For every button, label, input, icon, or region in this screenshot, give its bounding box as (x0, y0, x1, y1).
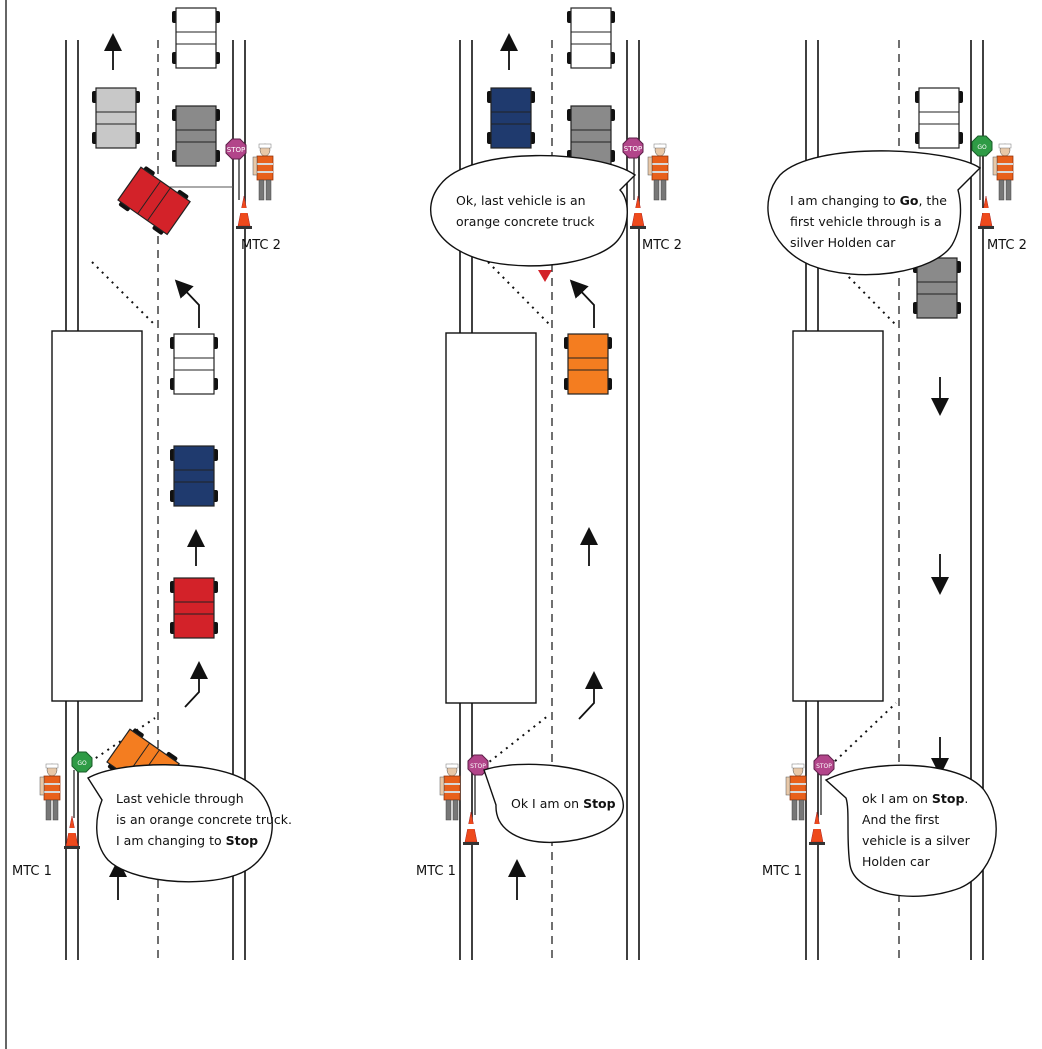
vehicle-silver (92, 88, 140, 148)
bubble-bold: Stop (932, 791, 965, 806)
bubble-mtc1-text-panel2: Ok I am on Stop (511, 793, 616, 814)
mtc2-cone (236, 196, 252, 229)
mtc1-worker (440, 764, 460, 820)
mtc2-label: MTC 2 (241, 238, 281, 253)
mtc1-worker (40, 764, 60, 820)
bubble-line: Ok I am on Stop (511, 793, 616, 814)
bubble-line: vehicle is a silver (862, 830, 970, 851)
mtc1-go-sign: GO (72, 752, 92, 818)
mtc2-worker (253, 144, 273, 200)
mtc2-stop-sign: STOP (623, 138, 643, 200)
panel-2: STOP MTC 2 STOP MTC 1 (416, 8, 682, 960)
svg-text:STOP: STOP (624, 145, 642, 153)
worksite-obstruction (446, 333, 536, 703)
vehicle-white (915, 88, 963, 148)
mtc2-cone (978, 196, 994, 229)
bubble-line: Holden car (862, 851, 970, 872)
mtc2-cone (630, 196, 646, 229)
red-vehicle-partial (538, 270, 552, 282)
bubble-line: And the first (862, 809, 970, 830)
bubble-text: , the (918, 193, 946, 208)
vehicle-red (116, 164, 193, 238)
svg-text:STOP: STOP (816, 763, 832, 770)
bubble-line: I am changing to Go, the (790, 190, 947, 211)
vehicle-red (170, 578, 218, 638)
sight-line (484, 715, 549, 766)
worksite-obstruction (52, 331, 142, 701)
mtc1-cone (809, 812, 825, 845)
bubble-bold: Stop (583, 796, 616, 811)
mtc1-label: MTC 1 (416, 864, 456, 879)
mtc2-label: MTC 2 (987, 238, 1027, 253)
vehicle-white (172, 8, 220, 68)
mtc1-label: MTC 1 (762, 864, 802, 879)
mtc2-stop-sign: STOP (226, 139, 246, 200)
sight-line (92, 262, 155, 325)
bubble-line: silver Holden car (790, 232, 947, 253)
mtc2-label: MTC 2 (642, 238, 682, 253)
vehicle-gray (913, 258, 961, 318)
sight-line (830, 703, 896, 766)
mtc2-worker (648, 144, 668, 200)
bubble-mtc2-text-panel2: Ok, last vehicle is an orange concrete t… (456, 190, 594, 232)
mtc2-worker (993, 144, 1013, 200)
svg-text:STOP: STOP (227, 146, 245, 154)
bubble-text: Ok I am on (511, 796, 583, 811)
bubble-text: I am changing to (116, 833, 226, 848)
bubble-text: . (964, 791, 968, 806)
vehicle-gray (172, 106, 220, 166)
bubble-text: ok I am on (862, 791, 932, 806)
bubble-line: Ok, last vehicle is an (456, 190, 594, 211)
worksite-obstruction (793, 331, 883, 701)
bubble-line: Last vehicle through (116, 788, 292, 809)
mtc1-label: MTC 1 (12, 864, 52, 879)
bubble-mtc2-text-panel3: I am changing to Go, the first vehicle t… (790, 190, 947, 253)
bubble-line: orange concrete truck (456, 211, 594, 232)
bubble-line: I am changing to Stop (116, 830, 292, 851)
svg-text:GO: GO (77, 760, 87, 767)
vehicle-orange-truck (564, 334, 612, 394)
bubble-mtc1-text-panel3: ok I am on Stop. And the first vehicle i… (862, 788, 970, 872)
vehicle-navy (487, 88, 535, 148)
vehicle-white (170, 334, 218, 394)
mtc1-worker (786, 764, 806, 820)
bubble-bold: Stop (226, 833, 259, 848)
bubble-line: is an orange concrete truck. (116, 809, 292, 830)
mtc1-cone (463, 812, 479, 845)
svg-text:STOP: STOP (470, 763, 486, 770)
svg-text:GO: GO (977, 144, 987, 151)
bubble-text: I am changing to (790, 193, 900, 208)
mtc1-stop-sign: STOP (468, 755, 488, 815)
bubble-line: ok I am on Stop. (862, 788, 970, 809)
bubble-line: first vehicle through is a (790, 211, 947, 232)
bubble-mtc1-text-panel1: Last vehicle through is an orange concre… (116, 788, 292, 851)
bubble-bold: Go (900, 193, 919, 208)
vehicle-navy (170, 446, 218, 506)
vehicle-white (567, 8, 615, 68)
